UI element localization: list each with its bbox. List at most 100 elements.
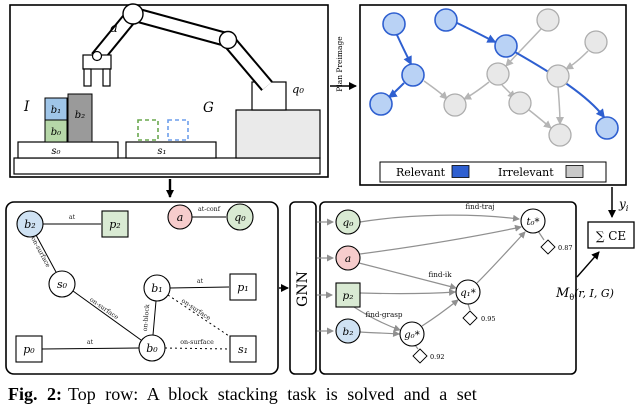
block-b2 [67,93,93,143]
gnn-border [289,201,317,375]
node-s0-label: s₀ [57,278,68,291]
node-s1 [229,335,257,363]
edge-label-on-surface: on-surface [180,339,214,346]
node-p1-label: p₁ [237,281,248,294]
input-a-label: a [345,253,351,265]
legend: Relevant Irrelevant [379,161,607,183]
tree-node-relevant [494,34,518,58]
node-s0 [48,270,76,298]
legend-irrelevant-label: Irrelevant [498,166,554,179]
scene-graph-panel: at at-conf on-surface on-surface on-bloc… [5,201,279,375]
input-q0-label: q₀ [343,217,355,229]
caption-fig-label: Fig. 2: [8,384,62,404]
edge-label-at: at [69,214,76,221]
node-b2-label: b₂ [24,218,35,231]
tree-node-relevant [369,92,393,116]
wrist-joint [91,50,103,62]
computation-border [319,201,577,375]
tree-node-relevant [401,63,425,87]
operator-find-traj-label: find-traj [465,202,494,211]
block-b0-label: b₀ [51,127,61,138]
score-g0: 0.92 [430,353,444,361]
node-b0-label: b₀ [146,342,158,355]
tree-node-irrelevant [548,123,572,147]
tree-node-irrelevant [584,30,608,54]
tree-node-irrelevant [536,8,560,32]
edge-label-at: at [197,278,204,285]
goal-slot-green [137,119,159,141]
relevant-nodes [369,8,619,140]
score-diamond-g0 [412,348,428,364]
node-s1-label: s₁ [238,343,248,356]
edge-label-at: at [87,339,94,346]
node-b1 [143,274,171,302]
gnn-output-arrows [317,218,334,335]
surface-s1-label: s₁ [157,146,166,157]
base-conf-label: q₀ [292,82,304,96]
top-left-panel: a q₀ I G b₁ b₀ b₂ s₀ s₁ [9,3,329,178]
model-to-loss-arrow [576,251,600,278]
surface-s1 [125,141,217,159]
block-b1-label: b₁ [51,105,61,116]
sum-ce-label: ∑ CE [596,229,626,243]
node-a [167,204,193,230]
top-right-panel: Relevant Irrelevant [359,4,627,186]
input-q0 [335,209,361,235]
goal-label: G [203,100,214,116]
node-p1 [229,273,257,301]
shoulder-joint [122,3,144,25]
block-b0 [44,119,68,143]
tree-node-irrelevant [443,93,467,117]
output-q1 [455,279,481,305]
gnn-label: GNN [295,271,311,307]
tree-node-relevant [595,116,619,140]
computation-panel: find-traj find-ik find-grasp q₀ a p₂ b₂ … [317,201,577,375]
legend-relevant-label: Relevant [396,166,446,179]
input-b2 [335,318,361,344]
irrelevant-edges [423,28,589,129]
output-t0-label: t₀* [526,217,539,228]
node-p0 [15,335,43,363]
caption-text: Top row: A block stacking task is solved… [68,384,477,404]
figure-caption: Fig. 2: Top row: A block stacking task is… [8,384,477,404]
output-t0 [520,208,546,234]
label-y-i: yi [618,197,629,214]
robot-arm [82,3,273,91]
tree-node-irrelevant [508,91,532,115]
surface-s0 [17,141,119,159]
output-g0-label: g₀* [404,330,419,341]
node-p2-label: p₂ [109,218,120,231]
block-b2-label: b₂ [75,110,85,121]
input-a [335,245,361,271]
operator-find-grasp-label: find-grasp [365,310,402,319]
input-b2-label: b₂ [343,326,354,338]
score-diamond-q1 [462,310,478,326]
legend-irrelevant-swatch [565,165,584,178]
gnn-box: GNN [289,201,317,375]
node-q0 [226,203,254,231]
scene-graph-edges [35,216,230,350]
tree-node-relevant [434,8,458,32]
node-a-label: a [177,211,184,224]
score-t0: 0.87 [558,244,572,252]
surface-s0-label: s₀ [51,146,60,157]
tree-node-relevant [382,12,406,36]
node-b1-label: b₁ [151,282,162,295]
node-b2 [16,210,44,238]
node-b0 [138,334,166,362]
score-diamond-t0 [540,239,556,255]
edge-label-on-block: on-block [142,304,151,332]
plan-preimage-label: Plan Preimage [335,36,344,92]
relevant-edges [387,22,605,119]
robot-column [251,81,287,111]
scene-graph-border [5,201,279,375]
node-q0-label: q₀ [234,211,246,224]
elbow-joint [218,30,238,50]
input-p2-label: p₂ [343,290,354,302]
node-p2 [101,210,129,238]
model-label: Mθ(r, I, G) [555,286,614,302]
gripper-finger-right [102,68,111,87]
tree-node-irrelevant [486,62,510,86]
